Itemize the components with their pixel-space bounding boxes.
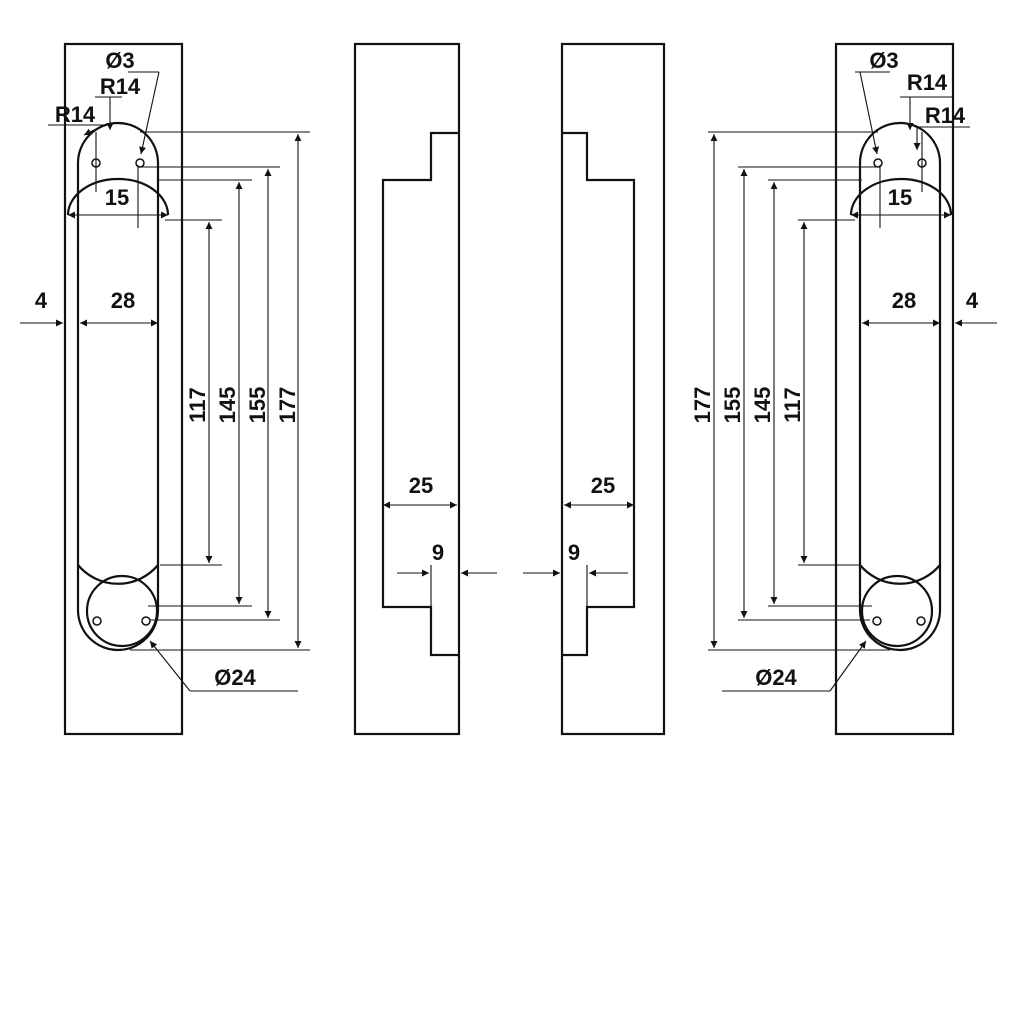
right-hole-bottom-2 — [916, 616, 926, 626]
right-dim-117-label: 117 — [780, 387, 805, 423]
right-front-view: 177 155 145 117 15 28 4 Ø3 R14 R14 Ø24 — [690, 42, 997, 736]
left-hole-dia-label: Ø3 — [105, 48, 134, 73]
left-dim-117-label: 117 — [185, 387, 210, 423]
left-hole-top-2 — [135, 158, 145, 168]
left-dim-177-label: 177 — [275, 387, 300, 424]
right-side-profile — [562, 131, 636, 657]
left-dim-145-label: 145 — [215, 387, 240, 424]
left-leader-hub-arrow — [149, 640, 191, 692]
right-side-dim-25-label: 25 — [591, 473, 615, 498]
right-dim-177-label: 177 — [690, 387, 715, 424]
right-leader-hole-arrow — [859, 71, 880, 155]
right-hub-circle — [860, 574, 934, 648]
right-r14-upper-label: R14 — [907, 70, 948, 95]
left-dim-15-label: 15 — [105, 185, 129, 210]
left-extension-lines — [77, 131, 310, 651]
left-dim-155-label: 155 — [245, 387, 270, 424]
right-extension-lines — [708, 131, 941, 651]
right-hole-top-1 — [873, 158, 883, 168]
left-r14-upper-label: R14 — [100, 74, 141, 99]
right-dim-4-label: 4 — [966, 288, 979, 313]
left-side-frame — [353, 42, 461, 736]
left-top-arc — [66, 177, 170, 216]
left-dim-28-label: 28 — [111, 288, 135, 313]
right-slot-outline — [858, 121, 942, 652]
right-side-view: 25 9 — [523, 42, 666, 736]
left-front-view: 117 145 155 177 15 4 28 Ø3 R14 R14 Ø24 — [20, 42, 310, 736]
left-dim-4-label: 4 — [35, 288, 48, 313]
right-dim-28-label: 28 — [892, 288, 916, 313]
right-top-arc — [849, 177, 953, 216]
left-hole-bottom-1 — [92, 616, 102, 626]
left-side-dim-9-label: 9 — [432, 540, 444, 565]
left-hole-bottom-2 — [141, 616, 151, 626]
right-r14-lower-label: R14 — [925, 103, 966, 128]
left-hub-dia-label: Ø24 — [214, 665, 256, 690]
left-frame-outline — [63, 42, 184, 736]
right-dim-145-label: 145 — [750, 387, 775, 424]
left-leader-r14-lower-arrow — [83, 124, 105, 136]
left-side-view: 25 9 — [353, 42, 497, 736]
right-bottom-arc — [859, 564, 941, 585]
right-dim-155-label: 155 — [720, 387, 745, 424]
right-frame-outline — [834, 42, 955, 736]
left-side-profile — [381, 131, 459, 657]
left-side-dim-25-label: 25 — [409, 473, 433, 498]
left-hub-circle — [85, 574, 159, 648]
right-dim-15-label: 15 — [888, 185, 912, 210]
left-r14-lower-label: R14 — [55, 102, 96, 127]
right-leader-hub-arrow — [829, 640, 867, 692]
right-side-frame — [560, 42, 666, 736]
right-hub-dia-label: Ø24 — [755, 665, 797, 690]
left-bottom-arc — [77, 564, 159, 585]
right-hole-bottom-1 — [872, 616, 882, 626]
right-side-dim-9-label: 9 — [568, 540, 580, 565]
left-leader-hole-arrow — [139, 71, 160, 155]
right-hole-dia-label: Ø3 — [869, 48, 898, 73]
